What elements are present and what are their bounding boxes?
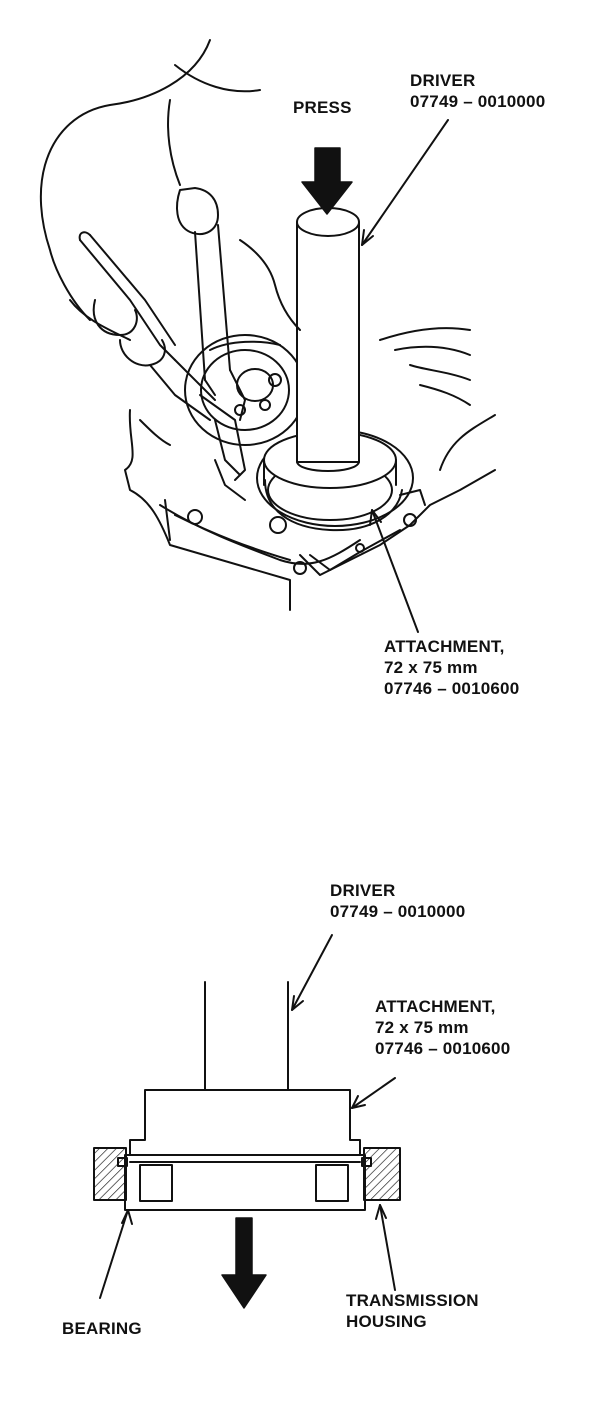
housing-right-block <box>363 1147 401 1201</box>
bottom-cross-section <box>93 934 401 1309</box>
attachment-leader-line-bottom <box>351 1077 396 1109</box>
driver-leader-line-top <box>361 119 449 246</box>
bottom-attachment-name: ATTACHMENT, <box>375 997 496 1016</box>
bottom-driver-name: DRIVER <box>330 881 396 900</box>
housing-left-block <box>93 1147 127 1201</box>
top-attachment-part-number: 07746 – 0010600 <box>384 679 520 698</box>
removal-direction-arrow <box>221 1217 267 1309</box>
attachment-leader-line-top <box>371 509 419 633</box>
bearing-leader-arrowhead <box>121 1209 133 1225</box>
bottom-driver-part-number: 07749 – 0010000 <box>330 902 466 921</box>
bottom-driver-label: DRIVER 07749 – 0010000 <box>330 880 465 922</box>
top-attachment-label: ATTACHMENT, 72 x 75 mm 07746 – 0010600 <box>384 636 519 699</box>
top-illustration <box>39 39 496 633</box>
driver-shaft <box>296 207 360 472</box>
driver-leader-arrowhead-bottom <box>291 995 304 1011</box>
top-attachment-name: ATTACHMENT, <box>384 637 505 656</box>
top-driver-name: DRIVER <box>410 71 476 90</box>
transmission-housing-line1: TRANSMISSION <box>346 1291 479 1310</box>
bearing-roller-right <box>315 1164 349 1202</box>
top-driver-label: DRIVER 07749 – 0010000 <box>410 70 545 112</box>
press-arrow <box>301 147 353 215</box>
press-label: PRESS <box>293 98 352 117</box>
bearing-label: BEARING <box>62 1319 142 1338</box>
top-driver-part-number: 07749 – 0010000 <box>410 92 546 111</box>
housing-leader-line <box>379 1204 396 1291</box>
hand-with-puller <box>39 39 301 501</box>
bottom-attachment-label: ATTACHMENT, 72 x 75 mm 07746 – 0010600 <box>375 996 510 1059</box>
driver-leader-arrowhead-top <box>361 229 374 246</box>
bottom-attachment-part-number: 07746 – 0010600 <box>375 1039 511 1058</box>
driver-leader-line-bottom <box>291 934 333 1011</box>
bolt-holes <box>187 509 417 575</box>
transmission-housing-line2: HOUSING <box>346 1312 427 1331</box>
bearing-roller-left <box>139 1164 173 1202</box>
top-attachment-size: 72 x 75 mm <box>384 658 478 677</box>
bearing-leader-line <box>99 1209 129 1299</box>
attachment-leader-arrowhead-bottom <box>351 1095 366 1109</box>
transmission-housing-label: TRANSMISSION HOUSING <box>346 1290 479 1332</box>
attachment-leader-arrowhead-top <box>369 509 382 526</box>
housing-leader-arrowhead <box>375 1204 387 1220</box>
attachment-body <box>129 1089 361 1156</box>
bottom-attachment-size: 72 x 75 mm <box>375 1018 469 1037</box>
